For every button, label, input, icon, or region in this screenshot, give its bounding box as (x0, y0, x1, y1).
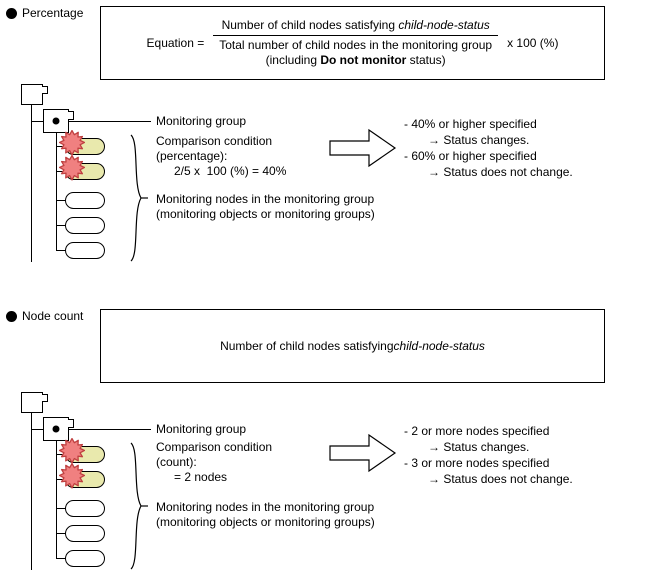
group-tab-icon (68, 419, 74, 428)
monitoring-group-icon (43, 417, 74, 441)
result-line: - 60% or higher specified (404, 149, 537, 163)
equation-fraction: Number of child nodes satisfying child-n… (213, 18, 499, 68)
denominator-line-2-post: status) (406, 53, 446, 67)
callout-monitoring-nodes: Monitoring nodes in the monitoring group… (156, 192, 375, 222)
alert-star-icon (59, 463, 85, 489)
condition-line-2: (count): (156, 455, 197, 469)
tree-trunk (31, 413, 32, 570)
condition-line-2: (percentage): (156, 149, 228, 163)
section-title: Percentage (22, 6, 84, 20)
leaf-group-brace (130, 442, 148, 570)
nodes-line-2: (monitoring objects or monitoring groups… (156, 515, 375, 529)
list-item (65, 525, 105, 542)
list-item (65, 500, 105, 517)
monitoring-group-icon (43, 109, 74, 133)
result-line: - 40% or higher specified (404, 117, 537, 131)
denominator-line-1: Total number of child nodes in the monit… (219, 38, 493, 52)
result-line: - 2 or more nodes specified (404, 424, 550, 438)
tree-connector-leaf-4 (56, 225, 66, 226)
alert-star-icon (59, 155, 85, 181)
right-arrow-icon (329, 128, 397, 168)
definition-italic: child-node-status (393, 339, 485, 353)
list-item (65, 192, 105, 209)
tree-connector-leaf-2 (56, 479, 66, 480)
result-line: - 3 or more nodes specified (404, 456, 550, 470)
equation-tail: x 100 (%) (507, 36, 559, 50)
numerator-italic: child-node-status (398, 18, 490, 32)
denominator-line-2-pre: (including (265, 53, 321, 67)
denominator-line-2-bold: Do not monitor (320, 53, 407, 67)
result-line: → Status changes. (428, 440, 530, 454)
alert-star-icon (59, 438, 85, 464)
tree-connector-leaf-4 (56, 533, 66, 534)
tree-connector-group (31, 429, 43, 430)
condition-line-3: = 2 nodes (174, 470, 228, 484)
callout-comparison-condition: Comparison condition (percentage): 2/5 x… (156, 134, 286, 179)
tree-trunk (31, 105, 32, 262)
nodes-line-1: Monitoring nodes in the monitoring group (156, 500, 375, 514)
list-item (65, 550, 105, 567)
equation-denominator: Total number of child nodes in the monit… (213, 36, 498, 68)
tree-branch-trunk (56, 133, 57, 250)
page-tab-icon (42, 394, 48, 402)
result-line: → Status does not change. (428, 472, 573, 486)
tree-connector-leaf-5 (56, 558, 66, 559)
nodes-line-1: Monitoring nodes in the monitoring group (156, 192, 375, 206)
definition-plain: Number of child nodes satisfying (220, 339, 394, 353)
bullet-icon (6, 310, 17, 322)
tree-connector-leaf-5 (56, 250, 66, 251)
definition-text: Number of child nodes satisfying child-n… (101, 310, 604, 382)
callout-monitoring-nodes: Monitoring nodes in the monitoring group… (156, 500, 375, 530)
result-line: → Status does not change. (428, 165, 573, 179)
section-heading-node-count: Node count (6, 309, 83, 323)
callout-monitoring-group: Monitoring group (156, 114, 247, 128)
condition-line-1: Comparison condition (156, 134, 273, 148)
fraction-bar (213, 35, 499, 36)
callout-comparison-condition: Comparison condition (count): = 2 nodes (156, 440, 272, 485)
alert-star-icon (59, 130, 85, 156)
tree-connector-leaf-3 (56, 508, 66, 509)
leaf-group-brace (130, 134, 148, 262)
tree-connector-leaf-1 (56, 454, 66, 455)
section-title: Node count (22, 309, 84, 323)
page-tab-icon (42, 86, 48, 94)
callout-leader-line (69, 121, 151, 122)
equation-label: Equation = (146, 36, 205, 50)
nodes-line-2: (monitoring objects or monitoring groups… (156, 207, 375, 221)
callout-leader-line (69, 429, 151, 430)
tree-connector-leaf-3 (56, 200, 66, 201)
bullet-icon (6, 7, 17, 19)
node-count-definition-box: Number of child nodes satisfying child-n… (100, 309, 605, 383)
condition-line-1: Comparison condition (156, 440, 273, 454)
list-item (65, 217, 105, 234)
tree-connector-group (31, 121, 43, 122)
equation-box: Equation = Number of child nodes satisfy… (100, 6, 605, 80)
group-dot-icon (52, 117, 60, 125)
right-arrow-icon (329, 433, 397, 473)
numerator-plain: Number of child nodes satisfying (221, 18, 399, 32)
group-tab-icon (68, 111, 74, 120)
page-icon (21, 392, 48, 413)
condition-line-3: 2/5 x 100 (%) = 40% (174, 164, 287, 178)
result-line: → Status changes. (428, 133, 530, 147)
tree-connector-leaf-1 (56, 146, 66, 147)
section-heading-percentage: Percentage (6, 6, 83, 20)
tree-connector-leaf-2 (56, 171, 66, 172)
tree-branch-trunk (56, 441, 57, 558)
equation-numerator: Number of child nodes satisfying child-n… (216, 18, 496, 35)
page-icon (21, 84, 48, 105)
group-dot-icon (52, 425, 60, 433)
callout-monitoring-group: Monitoring group (156, 422, 247, 436)
list-item (65, 242, 105, 259)
